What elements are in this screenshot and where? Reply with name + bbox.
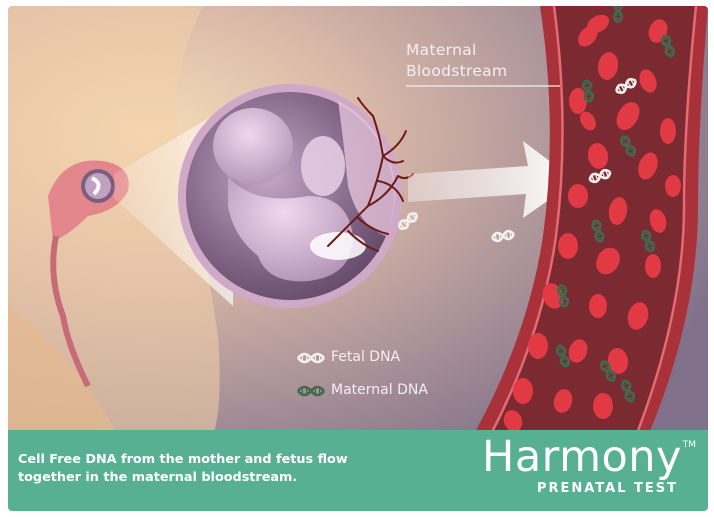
brand-logo-name: Harmony — [482, 432, 682, 482]
footer-banner: Cell Free DNA from the mother and fetus … — [8, 430, 708, 511]
red-blood-cell — [665, 175, 681, 197]
bloodstream-label-line1: Maternal — [406, 40, 507, 61]
red-blood-cell — [568, 184, 588, 208]
brand-subtitle: PRENATAL TEST — [537, 481, 678, 496]
brand-trademark: TM — [683, 440, 696, 450]
caption-line2: together in the maternal bloodstream. — [18, 469, 348, 487]
red-blood-cell — [569, 88, 587, 114]
caption-line1: Cell Free DNA from the mother and fetus … — [18, 451, 348, 469]
maternal-bloodstream-label: Maternal Bloodstream — [406, 40, 507, 82]
red-blood-cell — [660, 118, 676, 144]
red-blood-cell — [589, 294, 607, 318]
red-blood-cell — [528, 333, 548, 359]
caption: Cell Free DNA from the mother and fetus … — [18, 451, 348, 487]
legend-fetal-dna-label: Fetal DNA — [331, 349, 400, 365]
bloodstream-label-line2: Bloodstream — [406, 61, 507, 82]
red-blood-cell — [513, 378, 533, 404]
red-blood-cell — [558, 233, 578, 259]
diagram-frame: Maternal Bloodstream Fetal DNA Maternal … — [8, 6, 708, 511]
diagram-illustration — [8, 6, 708, 436]
legend-maternal-dna-label: Maternal DNA — [331, 382, 428, 398]
red-blood-cell — [645, 254, 661, 278]
red-blood-cell — [593, 393, 613, 419]
